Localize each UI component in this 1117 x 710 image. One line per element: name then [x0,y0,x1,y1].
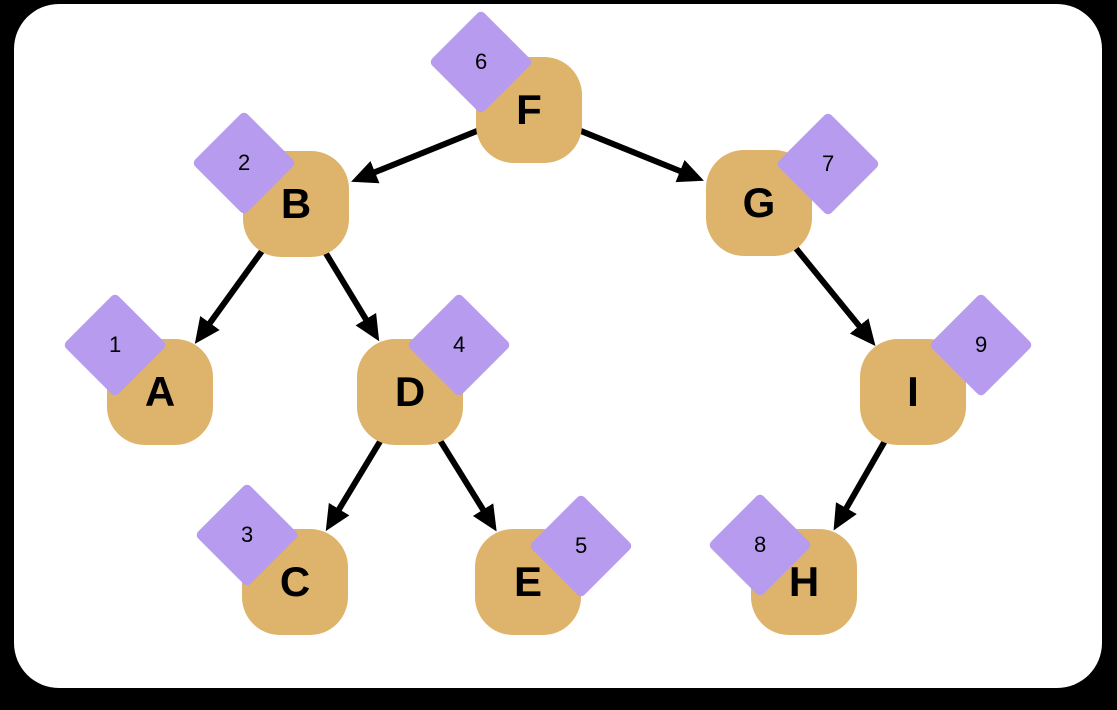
badge-number: 5 [574,533,588,558]
badge-number: 2 [237,150,251,175]
node-label: H [788,558,820,605]
node-label: E [513,558,542,605]
node-label: D [394,368,426,415]
badge-number: 9 [974,332,988,357]
badge-number: 4 [452,332,466,357]
badge-number: 6 [474,49,488,74]
node-label: I [907,368,919,415]
badge-number: 3 [240,522,254,547]
node-label: B [280,180,312,227]
tree-node-B[interactable]: B [243,151,349,257]
badge-number: 8 [753,532,767,557]
node-label: C [279,558,311,605]
badge-number: 1 [108,332,122,357]
badge-number: 7 [821,151,835,176]
node-label: G [742,179,776,226]
node-label: A [144,368,176,415]
node-label: F [516,86,542,133]
